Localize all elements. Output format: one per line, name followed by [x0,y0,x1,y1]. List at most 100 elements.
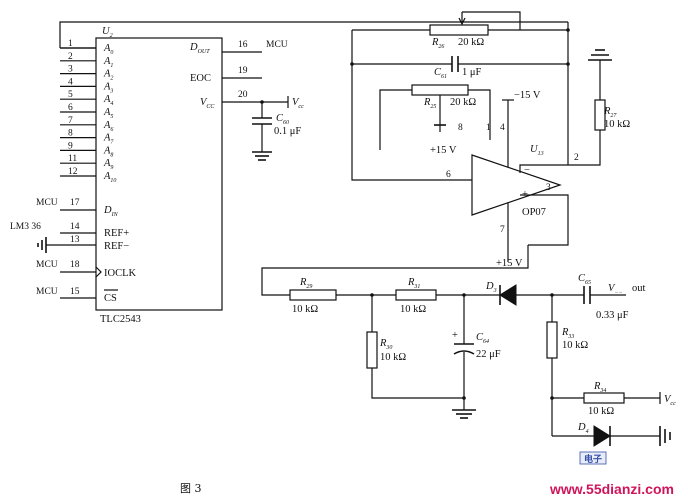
opamp-pin6: 6 [446,170,451,180]
pin3-wire [520,194,569,246]
pin-a8-name: A8 [103,145,113,158]
r29-ref: R29 [299,277,312,290]
pin20-num: 20 [238,90,248,100]
pin2-wire [519,164,568,173]
op07-amplifier [471,154,562,216]
r27-resistor [594,99,606,131]
pin-a4-name: A4 [103,94,113,107]
plus15-label: +15 V [496,258,523,269]
pin20-name: VCC [200,97,215,110]
small-logo-box [579,451,607,465]
c61-ref: C61 [434,67,447,80]
r25-value: 20 kΩ [450,97,476,108]
pin-a0-name: A0 [103,43,113,56]
pin8-supply: +15 V [430,145,457,156]
figure-caption: 图 3 [180,482,202,495]
pin-a10-num: 12 [68,167,78,177]
pin14-name: REF+ [104,228,129,239]
pin18-net: MCU [36,260,58,270]
r26-resistor [429,24,489,36]
minus15-label: −15 V [514,90,541,101]
d3-diode-icon [499,284,517,306]
c64-polarity: + [452,330,458,341]
r27-bottom-wire [568,130,601,166]
op07-part: OP07 [522,207,546,218]
c61-value: 1 μF [462,67,482,78]
r33-value: 10 kΩ [562,340,588,351]
pin-a2-name: A2 [103,69,113,82]
chip-part-label: TLC2543 [100,314,141,325]
pin19-name: EOC [190,73,211,84]
chip-ref: U2 [102,26,113,39]
junction-dot [566,62,570,66]
pin17-num: 17 [70,198,80,208]
vin-out-label: out [632,283,646,294]
feedback-left-wire [351,30,472,181]
pin-a9-name: A9 [103,158,113,171]
c64-ref: C64 [476,332,489,345]
r25-lead-left [379,89,412,120]
junction-dot [566,28,570,32]
r29-value: 10 kΩ [292,304,318,315]
r26-ref: R26 [431,37,444,50]
r30-lead-bottom [371,368,464,399]
r33-ref: R33 [561,327,574,340]
pin17-name: DIN [103,205,119,218]
r29-resistor [289,289,337,301]
c60-ref: C60 [276,113,289,126]
r25-lead-right [468,89,491,140]
opamp-pin4: 4 [500,123,505,133]
pin-a10-name: A10 [103,171,116,184]
pin-a5-num: 6 [68,103,73,113]
pin-a1-name: A1 [103,56,113,69]
pin14-num: 14 [70,222,80,232]
r31-value: 10 kΩ [400,304,426,315]
pin18-name: IOCLK [104,268,136,279]
r30-ref: R30 [379,338,392,351]
r26-value: 20 kΩ [458,37,484,48]
r26-wiper-wire [462,11,521,30]
opamp-pin2: 2 [574,153,579,163]
pin-a7-name: A7 [103,133,114,146]
bottom-return-wire [261,245,529,296]
top-bus-wire [59,21,568,48]
opamp-pin7: 7 [500,225,505,235]
pin15-num: 15 [70,287,80,297]
junction-dot [350,62,354,66]
r26-wiper-arrow [458,17,466,26]
c64-value: 22 μF [476,349,501,360]
vin-label: V−− [608,283,623,296]
pin16-num: 16 [238,40,248,50]
watermark-url: www.55dianzi.com [549,481,674,497]
pin13-num: 13 [70,235,80,245]
r33-resistor [546,321,558,359]
pin-a4-num: 5 [68,90,73,100]
r25-ref: R25 [423,97,436,110]
pin13-name: REF− [104,241,129,252]
pin-a2-num: 3 [68,65,73,75]
r34-vcc-label: Vcc [664,394,676,407]
pin19-num: 19 [238,66,248,76]
r34-ref: R34 [593,381,606,394]
tlc2543-body [95,37,223,311]
junction-dot [462,396,466,400]
d4-ref: D4 [577,422,589,435]
pin-a8-num: 9 [68,141,73,151]
pin17-net: MCU [36,198,58,208]
small-logo-text: 电子 [584,453,602,464]
pin15-net: MCU [36,287,58,297]
pin-a9-num: 11 [68,154,77,164]
opamp-pin3: 3 [546,183,551,193]
r31-ref: R31 [407,277,420,290]
pin-a6-name: A6 [103,120,113,133]
r27-ref: R27 [603,106,617,119]
r25-resistor [411,84,469,96]
pin-a3-num: 4 [68,77,73,87]
c64-plate-bottom [453,350,475,355]
r34-resistor [583,392,625,404]
pin-a5-name: A5 [103,107,113,120]
opamp-pin1: 1 [486,123,491,133]
pin16-name: DOUT [189,42,210,55]
